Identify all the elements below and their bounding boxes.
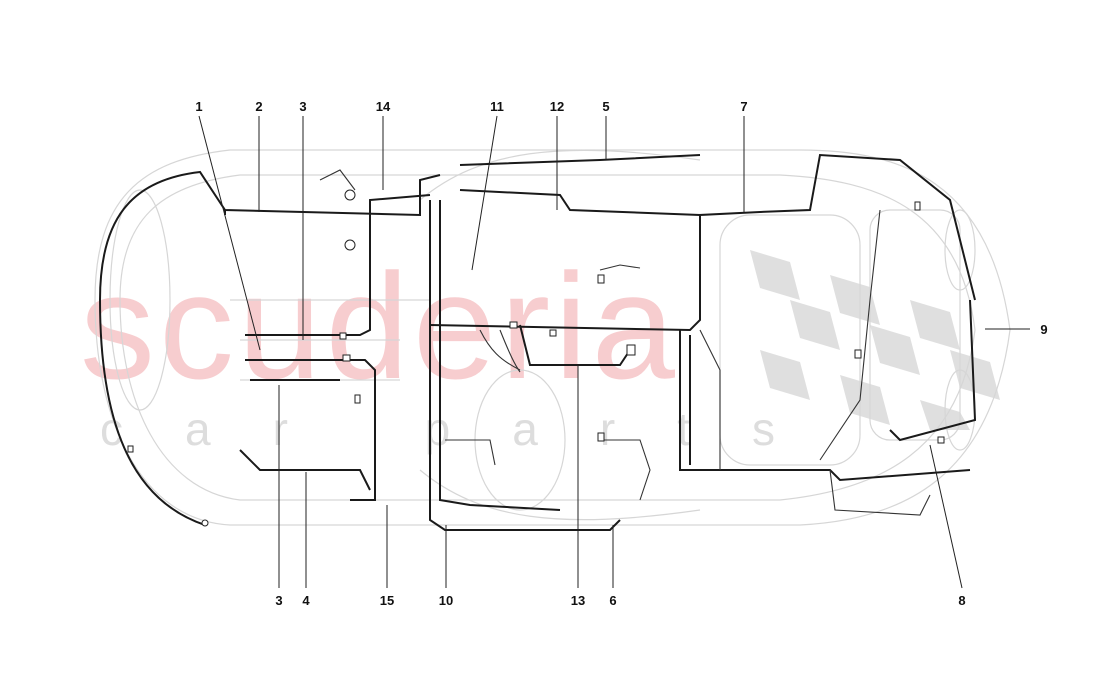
callout-12: 12 [550, 99, 564, 114]
callout-6: 6 [609, 593, 616, 608]
callout-15: 15 [380, 593, 394, 608]
callout-4: 4 [302, 593, 310, 608]
callout-7: 7 [740, 99, 747, 114]
callout-3-top: 3 [299, 99, 306, 114]
connectors [127, 189, 945, 527]
watermark-brand: scuderia [80, 242, 679, 410]
callout-1: 1 [195, 99, 202, 114]
callout-8: 8 [958, 593, 965, 608]
watermark-sub: car parts [100, 403, 837, 455]
callout-5: 5 [602, 99, 609, 114]
callout-2: 2 [255, 99, 262, 114]
callout-3-bottom: 3 [275, 593, 282, 608]
watermark: scuderia car parts [80, 242, 1000, 455]
callouts: 1 2 3 14 11 12 5 7 9 3 4 15 10 13 6 8 [195, 99, 1047, 608]
callout-13: 13 [571, 593, 585, 608]
callout-14: 14 [376, 99, 391, 114]
callout-10: 10 [439, 593, 453, 608]
callout-9: 9 [1040, 322, 1047, 337]
callout-11: 11 [490, 99, 504, 114]
